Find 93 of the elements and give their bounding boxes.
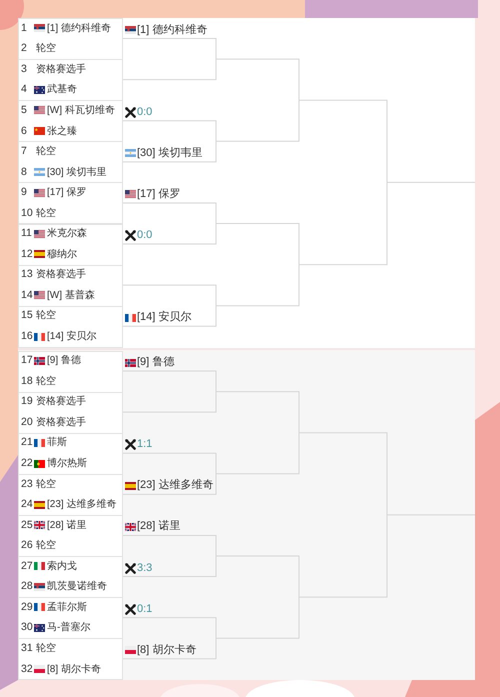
row-number: 25 [21, 518, 33, 532]
row-number: 27 [21, 560, 33, 573]
row-number: 10 [21, 206, 33, 220]
player-name: 资格赛选手 [36, 62, 86, 76]
row-number: 19 [21, 395, 33, 408]
match-box [18, 100, 123, 142]
match-box [18, 474, 123, 516]
row-number: 8 [21, 166, 27, 179]
match-box [18, 18, 123, 60]
player-name: [28] 诺里 [137, 520, 180, 534]
match-box [18, 597, 123, 640]
row-number: 11 [21, 227, 32, 240]
row-number: 24 [21, 498, 33, 512]
row-number: 1 [21, 22, 27, 35]
match-box [18, 224, 123, 266]
row-number: 6 [21, 124, 27, 138]
row-number: 2 [21, 42, 27, 56]
row-number: 4 [21, 83, 27, 96]
row-number: 28 [21, 580, 33, 594]
player-name: 轮空 [36, 42, 56, 56]
player-name: 轮空 [36, 478, 56, 491]
row-number: 18 [21, 374, 33, 388]
player-name: 博尔热斯 [47, 457, 87, 470]
player-name: [23] 达维多维奇 [47, 498, 116, 512]
row-number: 13 [21, 268, 33, 282]
row-number: 23 [21, 478, 33, 491]
player-name: [17] 保罗 [47, 186, 86, 200]
row-number: 12 [21, 248, 33, 261]
score-text: 1:1 [137, 438, 152, 452]
row-number: 31 [21, 642, 33, 655]
player-name: [W] 基普森 [47, 288, 95, 302]
row-number: 3 [21, 62, 27, 76]
player-name: [14] 安贝尔 [47, 330, 96, 343]
player-name: 轮空 [36, 539, 56, 552]
row-number: 9 [21, 186, 27, 200]
match-box [18, 556, 123, 598]
player-name: [30] 埃切韦里 [137, 146, 202, 160]
row-number: 14 [21, 288, 33, 302]
match-box [18, 264, 123, 307]
row-number: 15 [21, 309, 33, 322]
match-box [18, 350, 123, 393]
player-name: [14] 安贝尔 [137, 311, 192, 324]
match-box [18, 432, 123, 475]
player-name: 轮空 [36, 309, 56, 322]
player-name: 穆纳尔 [47, 248, 77, 261]
player-name: 马-普塞尔 [47, 621, 90, 634]
row-number: 16 [21, 330, 33, 343]
score-text: 0:0 [137, 106, 152, 119]
player-name: 孟菲尔斯 [47, 600, 87, 614]
player-name: 轮空 [36, 374, 56, 388]
match-box [18, 306, 123, 348]
player-name: [17] 保罗 [137, 188, 180, 201]
row-number: 21 [21, 436, 33, 450]
player-name: [8] 胡尔卡奇 [137, 644, 196, 657]
player-name: [W] 科瓦切维奇 [47, 104, 115, 117]
row-number: 30 [21, 621, 33, 634]
row-number: 17 [21, 354, 33, 368]
score-text: 0:1 [137, 602, 152, 616]
player-name: [23] 达维多维奇 [137, 479, 214, 492]
player-name: 索内戈 [47, 560, 77, 573]
row-number: 20 [21, 416, 33, 429]
player-name: 轮空 [36, 206, 56, 220]
player-name: [30] 埃切韦里 [47, 166, 106, 179]
row-number: 26 [21, 539, 33, 552]
match-box [18, 182, 123, 224]
player-name: 张之臻 [47, 124, 77, 138]
match-box [18, 638, 123, 680]
player-name: [9] 鲁德 [47, 354, 81, 368]
score-text: 0:0 [137, 229, 152, 242]
row-number: 22 [21, 457, 33, 470]
player-name: [1] 德约科维奇 [47, 22, 111, 35]
player-name: 轮空 [36, 642, 56, 655]
score-text: 3:3 [137, 562, 152, 575]
match-box [18, 141, 123, 184]
player-name: 资格赛选手 [36, 268, 86, 282]
row-number: 29 [21, 600, 33, 614]
player-name: 资格赛选手 [36, 416, 86, 429]
match-box [18, 514, 123, 557]
player-name: 菲斯 [47, 436, 67, 450]
player-name: [28] 诺里 [47, 518, 86, 532]
row-number: 32 [21, 662, 33, 676]
player-name: 轮空 [36, 145, 56, 158]
player-name: [1] 德约科维奇 [137, 24, 208, 37]
player-name: 凯茨曼诺维奇 [47, 580, 107, 594]
match-box [18, 59, 123, 102]
match-box [18, 392, 123, 434]
row-number: 7 [21, 145, 27, 158]
player-name: [8] 胡尔卡奇 [47, 662, 101, 676]
player-name: 资格赛选手 [36, 395, 86, 408]
row-number: 5 [21, 104, 27, 117]
player-name: 武基奇 [47, 83, 77, 96]
player-name: 米克尔森 [47, 227, 87, 240]
player-name: [9] 鲁德 [137, 356, 174, 370]
